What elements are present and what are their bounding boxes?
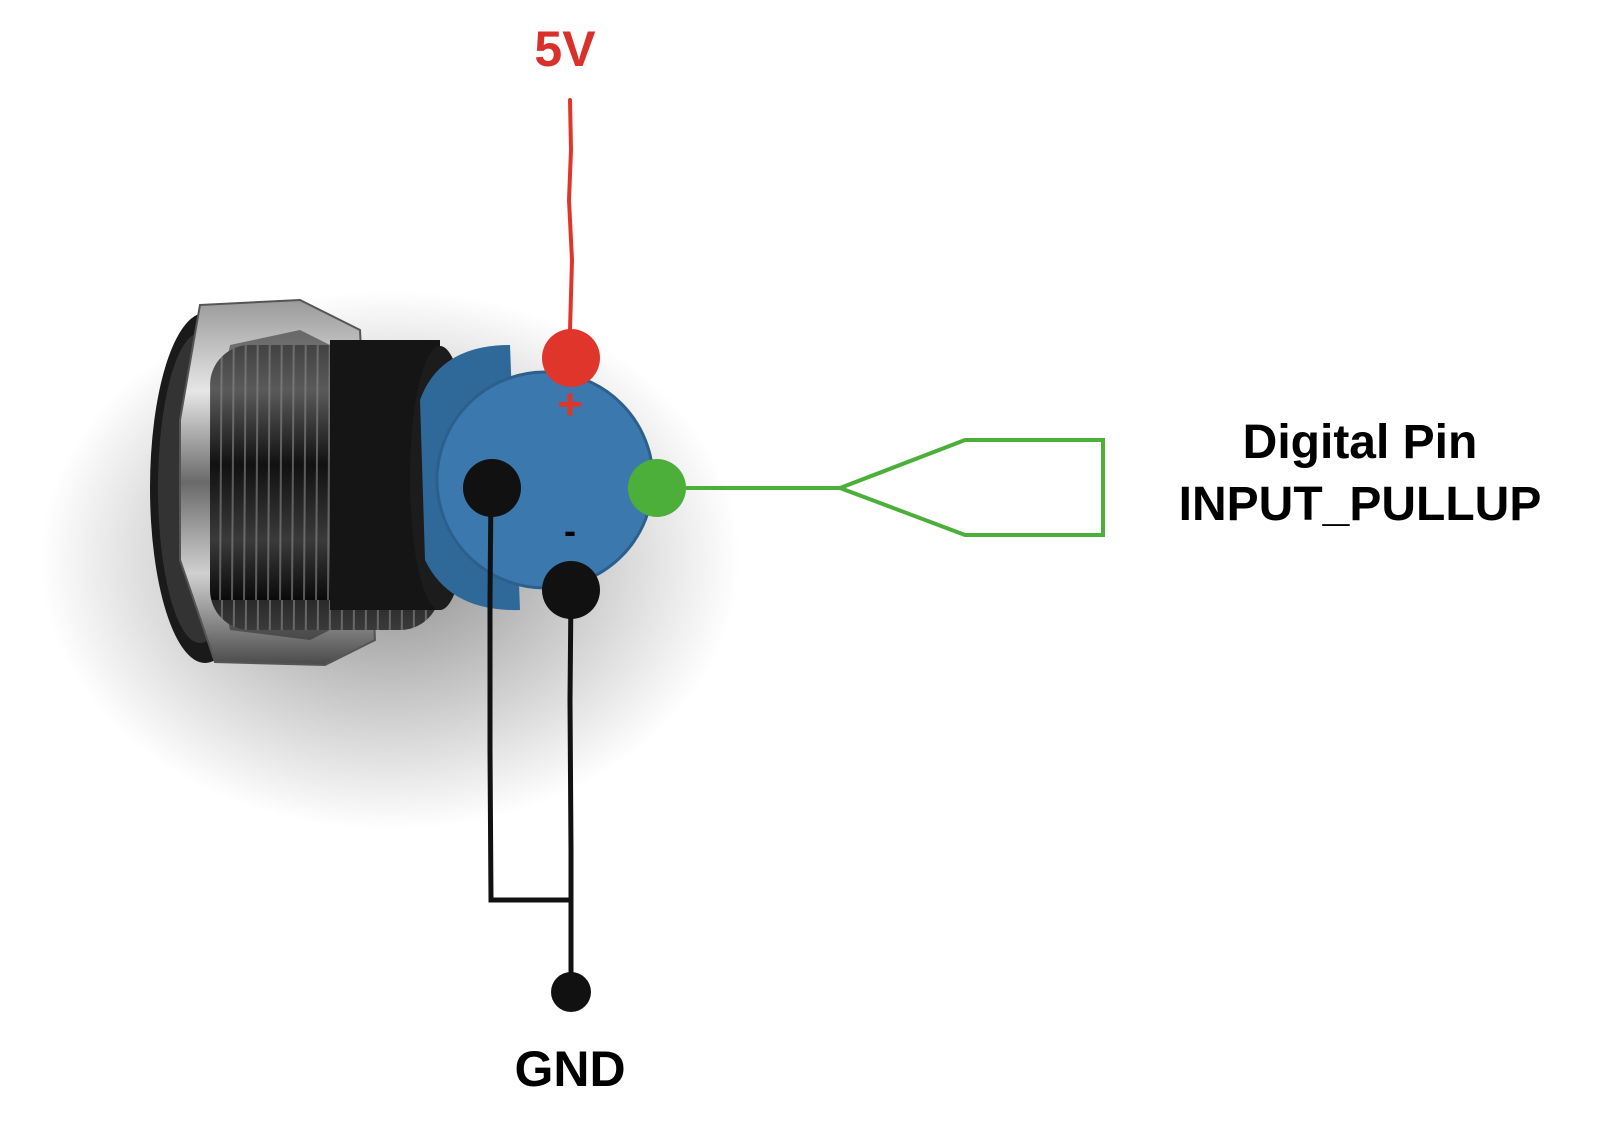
digital-pin-label: Digital Pin INPUT_PULLUP bbox=[1140, 412, 1580, 536]
ground-wire-1 bbox=[487, 487, 570, 903]
digital-pin-label-line2: INPUT_PULLUP bbox=[1178, 478, 1542, 531]
ground-terminal-left bbox=[463, 459, 521, 517]
ground-node bbox=[551, 972, 591, 1012]
signal-terminal bbox=[628, 459, 686, 517]
plus-marker: + bbox=[557, 380, 583, 429]
push-button-switch-icon bbox=[150, 298, 655, 667]
ground-label: GND bbox=[514, 1041, 626, 1097]
digital-pin-label-line1: Digital Pin bbox=[1242, 416, 1478, 469]
power-wire bbox=[566, 98, 575, 332]
power-terminal bbox=[542, 329, 600, 387]
minus-marker: - bbox=[564, 510, 576, 551]
ground-wire-2 bbox=[567, 589, 574, 990]
ground-terminal-bottom bbox=[542, 561, 600, 619]
signal-wire bbox=[686, 438, 1105, 537]
power-label: 5V bbox=[534, 21, 596, 77]
